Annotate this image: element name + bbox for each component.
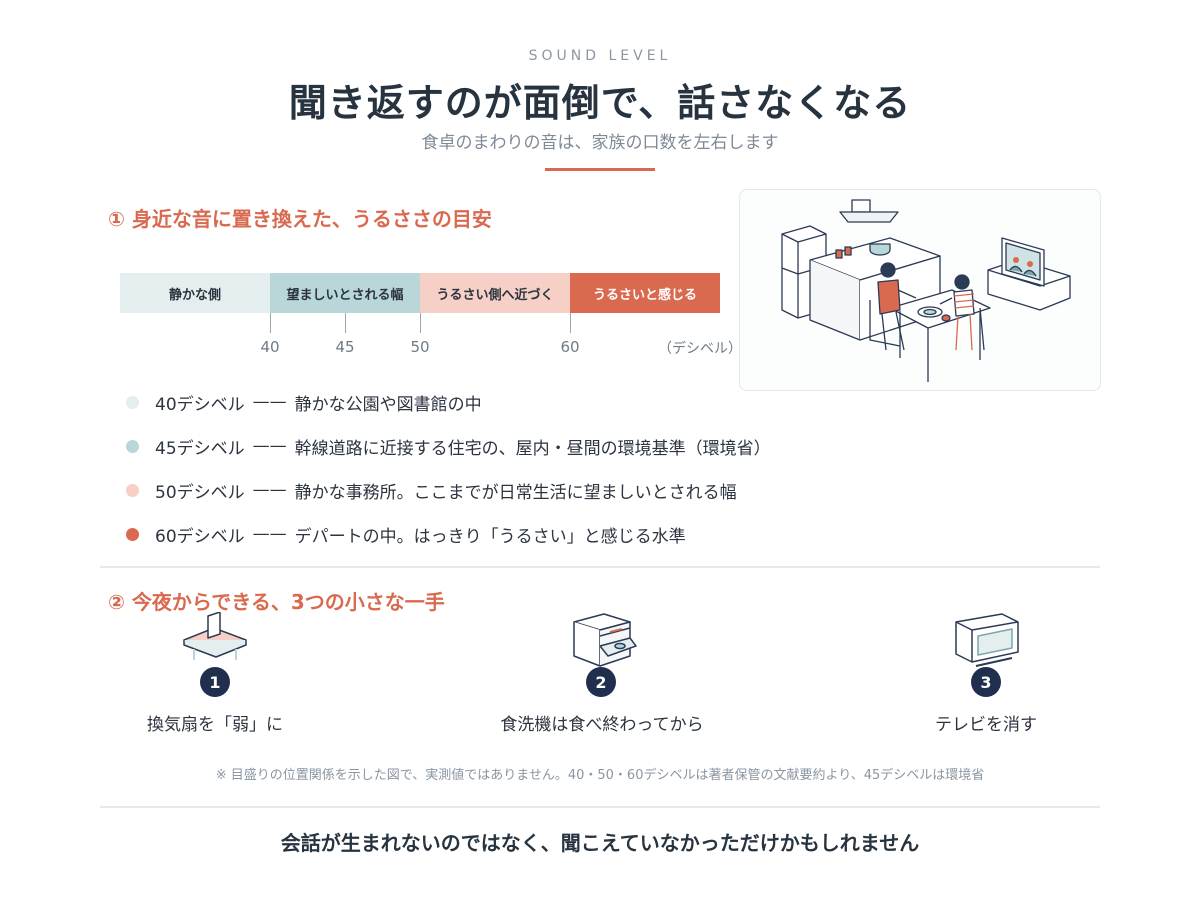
legend-dash: —— (252, 524, 287, 544)
legend-dot-50db (126, 483, 139, 497)
step-badge-1: 1 (200, 667, 230, 697)
action-label-2: 食洗機は食べ終わってから (500, 715, 704, 735)
tick-mark-40 (270, 313, 271, 333)
action-label-3: テレビを消す (935, 715, 1037, 735)
page-subtitle: 食卓のまわりの音は、家族の口数を左右します (421, 133, 779, 153)
legend-item-45db: 45デシベル —— 幹線道路に近接する住宅の、屋内・昼間の環境基準（環境省） (126, 434, 771, 459)
tv-icon (955, 613, 1019, 667)
tick-label-50: 50 (410, 338, 430, 356)
tick-label-40: 40 (260, 338, 280, 356)
section-heading-scale: ① 身近な音に置き換えた、うるささの目安 (108, 207, 492, 231)
legend-description: 静かな事務所。ここまでが日常生活に望ましいとされる幅 (294, 482, 737, 503)
tick-label-60: 60 (560, 338, 580, 356)
band-quiet: 静かな側 (120, 273, 270, 313)
title-underline (545, 168, 655, 171)
step-badge-3: 3 (971, 667, 1001, 697)
section-heading-actions: ② 今夜からできる、3つの小さな一手 (108, 590, 445, 614)
tick-mark-45 (345, 313, 346, 333)
legend-description: デパートの中。はっきり「うるさい」と感じる水準 (294, 526, 686, 547)
legend-level: 50デシベル (155, 482, 245, 503)
scale-unit-label: （デシベル） (658, 341, 742, 357)
closing-message: 会話が生まれないのではなく、聞こえていなかっただけかもしれません (280, 831, 920, 855)
footer-divider (100, 806, 1100, 808)
legend-dash: —— (252, 480, 287, 500)
legend-level: 60デシベル (155, 526, 245, 547)
eyebrow-label: SOUND LEVEL (528, 48, 672, 64)
step-badge-2: 2 (586, 667, 616, 697)
legend-item-50db: 50デシベル —— 静かな事務所。ここまでが日常生活に望ましいとされる幅 (126, 478, 737, 503)
range-hood-icon (183, 612, 247, 660)
tick-mark-50 (420, 313, 421, 333)
band-loud: うるさいと感じる (570, 273, 720, 313)
legend-dash: —— (252, 392, 287, 412)
section-divider (100, 566, 1100, 568)
legend-dot-40db (126, 395, 139, 409)
tick-mark-60 (570, 313, 571, 333)
legend-item-40db: 40デシベル —— 静かな公園や図書館の中 (126, 390, 482, 415)
legend-level: 40デシベル (155, 394, 245, 415)
band-approaching-loud: うるさい側へ近づく (420, 273, 570, 313)
legend-dash: —— (252, 436, 287, 456)
tick-label-45: 45 (335, 338, 355, 356)
legend-level: 45デシベル (155, 438, 245, 459)
dishwasher-icon (573, 613, 637, 667)
dining-scene-icon (781, 199, 1071, 382)
legend-dot-45db (126, 439, 139, 453)
legend-dot-60db (126, 527, 139, 541)
footnote: ※ 目盛りの位置関係を示した図で、実測値ではありません。40・50・60デシベル… (215, 768, 985, 783)
legend-item-60db: 60デシベル —— デパートの中。はっきり「うるさい」と感じる水準 (126, 522, 686, 547)
band-desirable: 望ましいとされる幅 (270, 273, 420, 313)
action-label-1: 換気扇を「弱」に (147, 715, 283, 735)
page-title: 聞き返すのが面倒で、話さなくなる (288, 81, 912, 125)
legend-description: 静かな公園や図書館の中 (294, 394, 482, 415)
family-dinner-illustration (739, 189, 1101, 391)
legend-description: 幹線道路に近接する住宅の、屋内・昼間の環境基準（環境省） (294, 438, 771, 459)
